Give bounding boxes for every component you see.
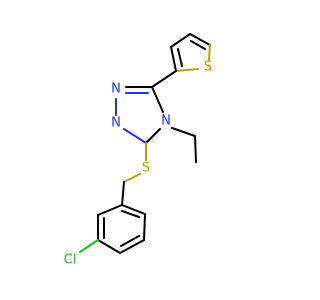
bond-n4-c5 <box>151 86 164 113</box>
bond-benzene-1-2 <box>97 204 123 216</box>
bond-benzene-3-4 <box>97 239 121 254</box>
bond-n2-c3 <box>123 128 147 144</box>
bond-ch2-benzene <box>121 181 125 206</box>
bond-thiophene-c4-c5 <box>189 33 211 46</box>
atom-s-thioether: S <box>142 161 150 176</box>
atom-n1: N <box>111 82 121 97</box>
atom-n2: N <box>111 116 121 131</box>
bonds <box>79 33 211 254</box>
bond-thiophene-c3-c4 <box>170 33 191 48</box>
bond-thiophene-c5-s <box>208 44 211 61</box>
bond-c3-n4 <box>145 128 161 144</box>
atom-cl: Cl <box>64 253 77 268</box>
atom-n4: N <box>161 114 171 129</box>
bond-thiophene-s-c2 <box>175 68 199 72</box>
bond-benzene-cl <box>79 239 99 253</box>
bond-thiophene-c2-c3-inner <box>177 48 183 67</box>
atom-s-thiophene: S <box>204 60 212 75</box>
bond-benzene-5-6 <box>143 213 146 241</box>
bond-thiophene-triazole <box>151 70 177 88</box>
bond-s-ch2 <box>123 173 141 183</box>
bond-benzene-4-5-inner <box>120 235 140 247</box>
bond-ethyl <box>194 135 197 163</box>
bond-benzene-6-1 <box>121 204 146 215</box>
bond-thiophene-c2-c3 <box>170 46 177 72</box>
bond-thiophene-c4-c5-inner <box>190 40 206 50</box>
bond-n4-ethyl <box>171 127 196 137</box>
molecule-structure: N N N S S Cl <box>64 33 212 268</box>
bond-benzene-4-5 <box>119 239 145 254</box>
bond-benzene-6-1-inner <box>121 210 140 218</box>
atom-labels: N N N S S Cl <box>64 60 212 268</box>
